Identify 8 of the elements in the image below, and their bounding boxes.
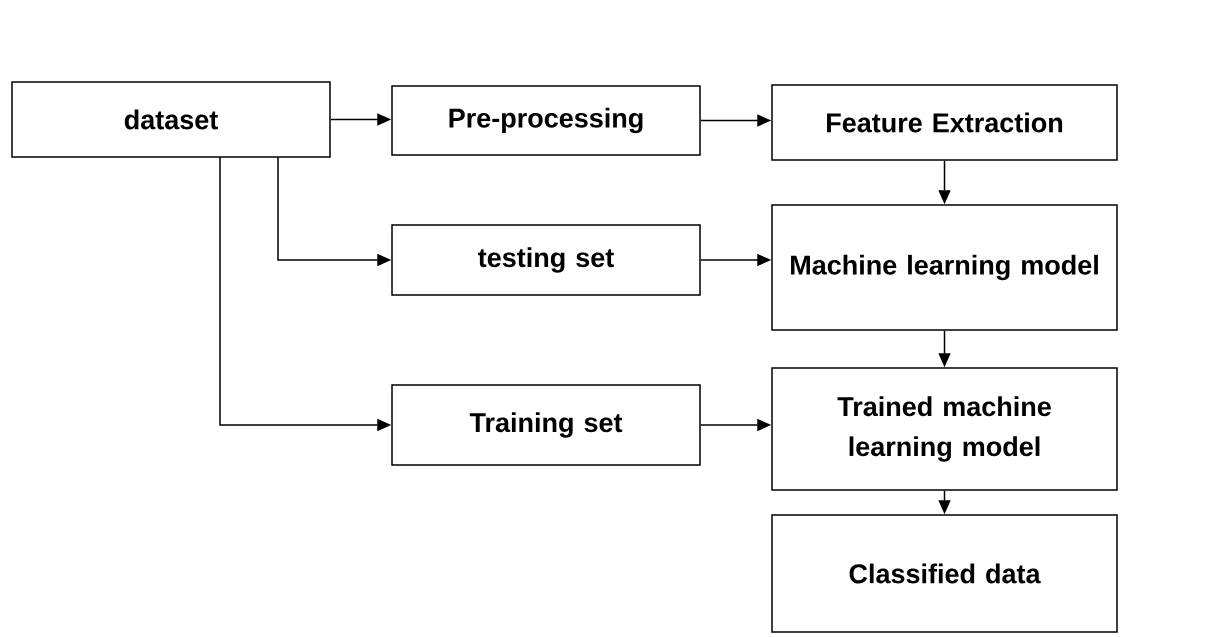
process-box: Feature Extraction [771, 84, 1118, 161]
process-box: Classified data [771, 514, 1118, 633]
process-box: Training set [391, 384, 701, 466]
process-box: Pre-processing [391, 85, 701, 156]
process-box: dataset [11, 81, 331, 158]
process-box: Machine learning model [771, 204, 1118, 331]
process-box: testing set [391, 224, 701, 296]
process-box: Trained machine learning model [771, 367, 1118, 491]
